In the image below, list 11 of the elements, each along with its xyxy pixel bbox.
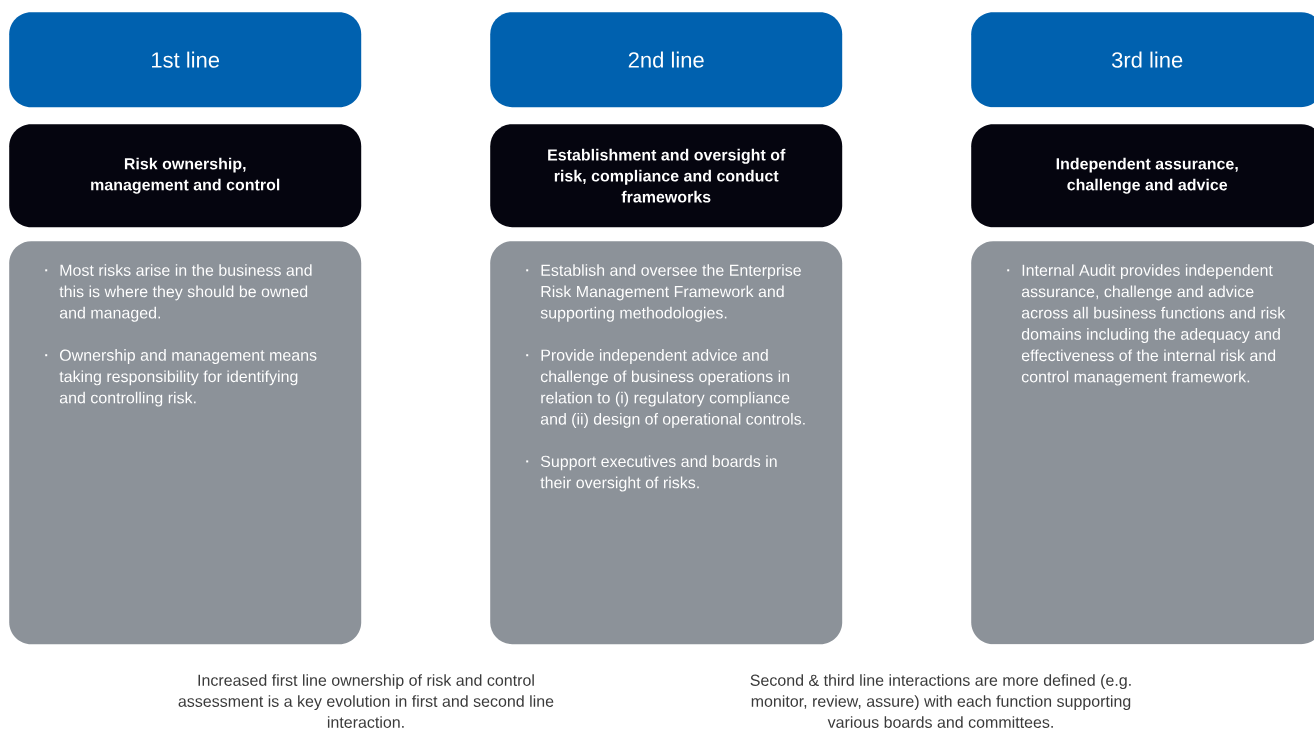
bullet-list-box: Establish and oversee the Enterprise Risk Management Framework and supporting methodologies. Provide independent advice and challenge of business operations in relation to (i) regulatory compliance and (ii) design of operational controls. Support executives and boards in their oversight of risks.: [490, 241, 843, 645]
header-box: 1st line: [9, 12, 362, 108]
note-text: Increased first line ownership of risk and control assessment is a key evolution in first and second line interaction.: [178, 674, 554, 728]
note-text: Second & third line interactions are more defined (e.g. monitor, review, assure) with each function supporting various boards and committees.: [750, 674, 1131, 728]
subtitle-box: Risk ownership, management and control: [9, 124, 362, 228]
header-box: 3rd line: [971, 12, 1314, 108]
header-box: 2nd line: [490, 12, 843, 108]
bullet-list-box: Internal Audit provides independent assurance, challenge and advice across all business functions and risk domains including the adequacy and effectiveness of the internal risk and control management framework.: [971, 241, 1314, 645]
bullet-list-box: Most risks arise in the business and this is where they should be owned and managed. Ownership and management means taking responsibility for identifying and controlling risk.: [9, 241, 362, 645]
subtitle-box: Independent assurance, challenge and advice: [971, 124, 1314, 228]
subtitle-box: Establishment and oversight of risk, compliance and conduct frameworks: [490, 124, 843, 228]
